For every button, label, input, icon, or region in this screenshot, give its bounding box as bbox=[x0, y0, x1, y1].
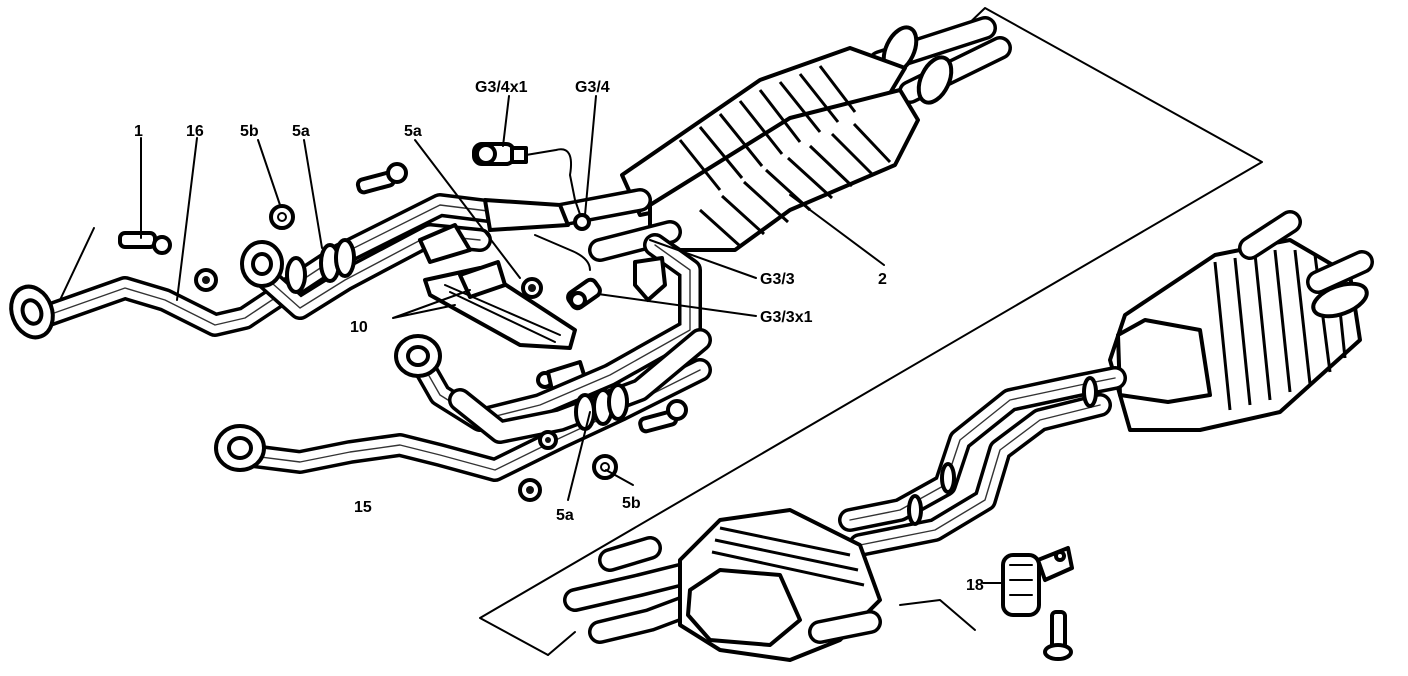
mounting-bracket bbox=[418, 198, 587, 392]
label-5a-bottom: 5a bbox=[556, 507, 574, 524]
oxygen-sensor-icon bbox=[472, 142, 591, 231]
intermediate-pipes bbox=[838, 366, 1127, 557]
rubber-hanger-icon bbox=[1001, 546, 1074, 617]
nut-icon bbox=[518, 478, 542, 502]
label-2: 2 bbox=[878, 271, 887, 288]
middle-silencer bbox=[563, 508, 882, 662]
label-16: 16 bbox=[186, 123, 204, 140]
rear-silencer bbox=[1108, 210, 1374, 432]
flange-icon bbox=[9, 284, 55, 340]
flange-icon bbox=[240, 240, 284, 288]
label-5a-mid: 5a bbox=[404, 123, 422, 140]
label-10: 10 bbox=[350, 319, 368, 336]
label-5b-bottom: 5b bbox=[622, 495, 641, 512]
oxygen-sensor-icon bbox=[534, 234, 602, 311]
label-g3-4: G3/4 bbox=[575, 79, 610, 96]
label-5b-top: 5b bbox=[240, 123, 259, 140]
label-g3-3x1: G3/3x1 bbox=[760, 309, 813, 326]
bolt-icon bbox=[355, 162, 408, 195]
clamp-icon bbox=[574, 383, 629, 431]
label-g3-4x1: G3/4x1 bbox=[475, 79, 528, 96]
flange-icon bbox=[214, 424, 266, 472]
label-1: 1 bbox=[134, 123, 143, 140]
clamp-icon bbox=[285, 238, 356, 294]
bolt-icon bbox=[118, 231, 172, 255]
label-18: 18 bbox=[966, 577, 984, 594]
label-15: 15 bbox=[354, 499, 372, 516]
flange-icon bbox=[633, 256, 667, 302]
nut-icon bbox=[269, 204, 295, 230]
nut-icon bbox=[194, 268, 218, 292]
flange-icon bbox=[394, 334, 442, 378]
bolt-icon bbox=[1043, 610, 1073, 661]
leader-lines bbox=[59, 95, 1004, 656]
bolt-icon bbox=[638, 399, 688, 434]
nut-icon bbox=[538, 430, 558, 450]
catalytic-converter bbox=[548, 16, 1012, 262]
label-g3-3: G3/3 bbox=[760, 271, 795, 288]
label-5a-top: 5a bbox=[292, 123, 310, 140]
